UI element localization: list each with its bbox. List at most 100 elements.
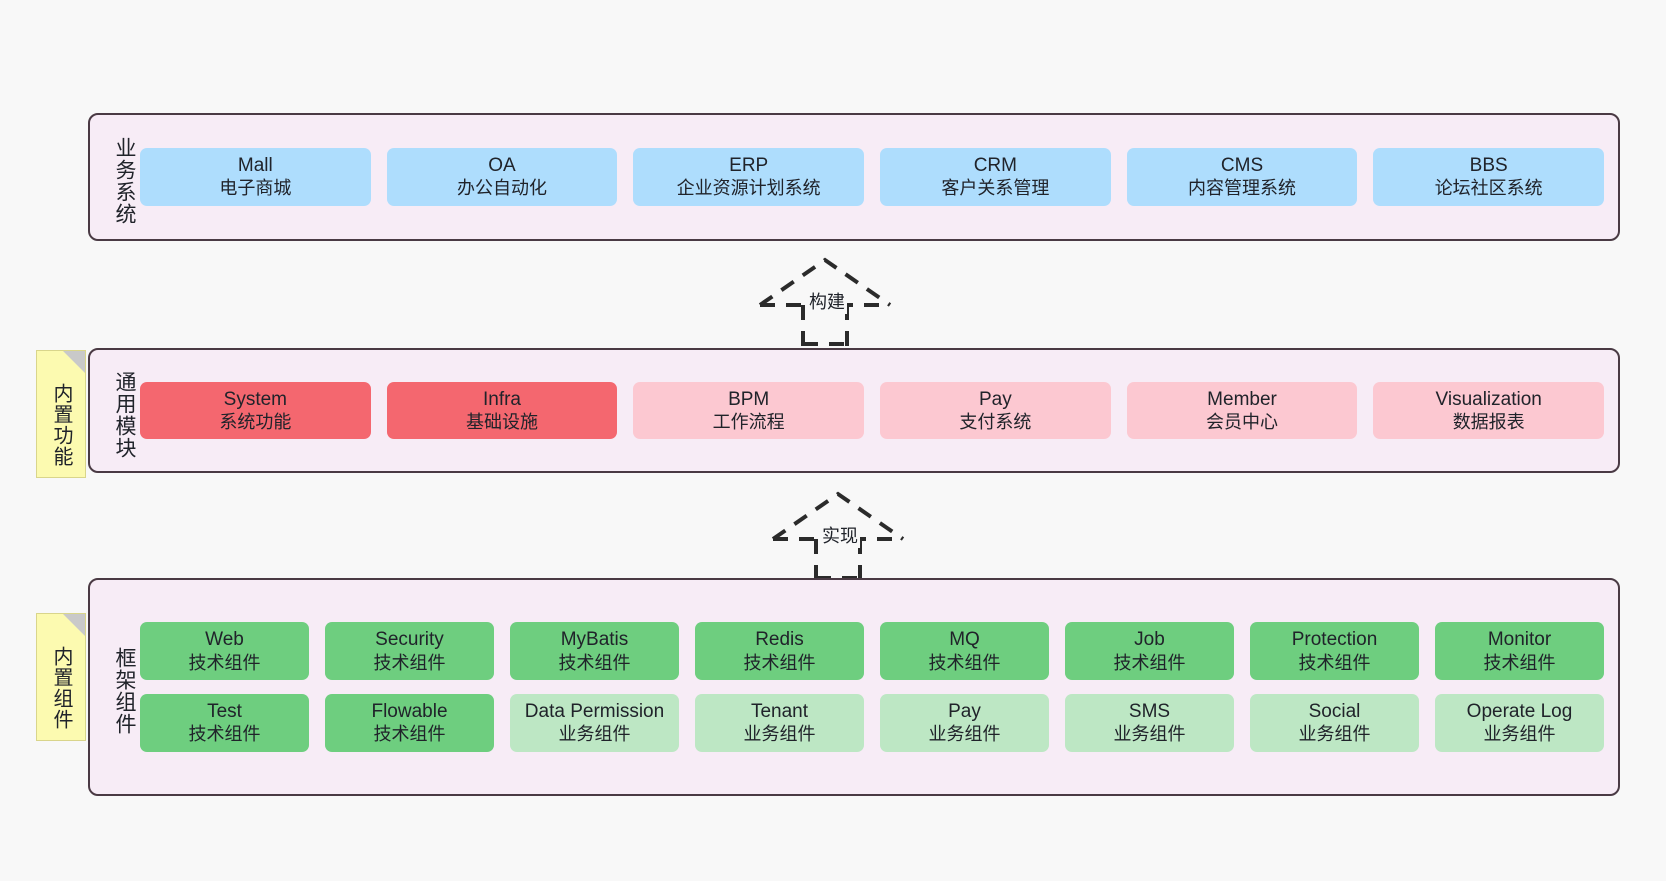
node-title: System — [223, 388, 288, 410]
node-subtitle: 技术组件 — [1113, 652, 1186, 673]
node-title: Member — [1207, 388, 1277, 410]
layer-title-framework-component: 框架组件 — [113, 647, 136, 735]
node-title: Test — [207, 701, 242, 722]
node-title: Operate Log — [1466, 701, 1573, 722]
node-title: Security — [375, 629, 444, 651]
node-job[interactable]: Job 技术组件 — [1065, 622, 1234, 680]
node-tenant[interactable]: Tenant 业务组件 — [695, 694, 864, 752]
node-title: Protection — [1291, 629, 1378, 651]
node-sms[interactable]: SMS 业务组件 — [1065, 694, 1234, 752]
node-subtitle: 支付系统 — [959, 411, 1032, 432]
node-mybatis[interactable]: MyBatis 技术组件 — [510, 622, 679, 680]
node-title: MQ — [949, 629, 980, 651]
node-subtitle: 业务组件 — [928, 724, 1001, 745]
node-security[interactable]: Security 技术组件 — [325, 622, 494, 680]
node-subtitle: 技术组件 — [1298, 652, 1371, 673]
layer-framework-component: 框架组件 Web 技术组件 Security 技术组件 MyBatis 技术组件… — [88, 578, 1620, 796]
node-subtitle: 技术组件 — [1483, 652, 1556, 673]
sticky-note-builtin-function: 内置功能 — [36, 350, 86, 478]
node-subtitle: 论坛社区系统 — [1434, 178, 1543, 199]
node-title: Social — [1308, 701, 1361, 722]
layer-business-system: 业务系统 Mall 电子商城 OA 办公自动化 ERP 企业资源计划系统 CRM… — [88, 113, 1620, 241]
node-subtitle: 工作流程 — [712, 411, 785, 432]
node-bbs[interactable]: BBS 论坛社区系统 — [1373, 148, 1605, 206]
node-subtitle: 业务组件 — [1483, 724, 1556, 745]
node-monitor[interactable]: Monitor 技术组件 — [1435, 622, 1604, 680]
node-mall[interactable]: Mall 电子商城 — [140, 148, 371, 206]
node-subtitle: 企业资源计划系统 — [676, 178, 821, 199]
node-bpm[interactable]: BPM 工作流程 — [633, 381, 865, 440]
node-erp[interactable]: ERP 企业资源计划系统 — [633, 148, 865, 206]
node-crm[interactable]: CRM 客户关系管理 — [880, 148, 1111, 206]
node-subtitle: 业务组件 — [558, 724, 631, 745]
node-title: Data Permission — [524, 701, 665, 722]
node-pay-component[interactable]: Pay 业务组件 — [880, 694, 1049, 752]
node-title: Web — [205, 629, 244, 651]
node-infra[interactable]: Infra 基础设施 — [386, 381, 618, 440]
node-title: Monitor — [1487, 629, 1552, 651]
node-visualization[interactable]: Visualization 数据报表 — [1373, 381, 1605, 440]
node-subtitle: 会员中心 — [1206, 411, 1279, 432]
node-subtitle: 基础设施 — [466, 411, 538, 432]
connector-label-build: 构建 — [807, 288, 847, 314]
node-subtitle: 业务组件 — [1113, 724, 1186, 745]
node-operate-log[interactable]: Operate Log 业务组件 — [1435, 694, 1604, 752]
node-subtitle: 技术组件 — [188, 724, 261, 745]
node-title: CRM — [973, 155, 1017, 177]
node-protection[interactable]: Protection 技术组件 — [1250, 622, 1419, 680]
node-title: BPM — [728, 388, 770, 410]
node-title: Mall — [237, 155, 273, 177]
node-test[interactable]: Test 技术组件 — [140, 694, 309, 752]
node-title: Job — [1134, 629, 1165, 651]
node-redis[interactable]: Redis 技术组件 — [695, 622, 864, 680]
node-title: Tenant — [750, 701, 809, 722]
node-pay-module[interactable]: Pay 支付系统 — [880, 381, 1111, 440]
node-subtitle: 业务组件 — [1298, 724, 1371, 745]
framework-row-tech: Web 技术组件 Security 技术组件 MyBatis 技术组件 Redi… — [140, 622, 1604, 680]
layer-title-common-module: 通用模块 — [113, 370, 136, 459]
node-subtitle: 业务组件 — [743, 724, 816, 745]
node-title: ERP — [729, 155, 769, 177]
node-oa[interactable]: OA 办公自动化 — [386, 148, 618, 206]
sticky-note-builtin-component: 内置组件 — [36, 613, 86, 741]
node-subtitle: 客户关系管理 — [941, 178, 1050, 199]
connector-label-implement: 实现 — [820, 522, 860, 548]
node-flowable[interactable]: Flowable 技术组件 — [325, 694, 494, 752]
node-title: Infra — [482, 388, 522, 410]
layer-body-framework-component: Web 技术组件 Security 技术组件 MyBatis 技术组件 Redi… — [136, 580, 1618, 794]
node-title: Visualization — [1435, 388, 1542, 410]
connector-implement: 实现 — [768, 486, 918, 581]
node-title: CMS — [1220, 155, 1264, 177]
node-social[interactable]: Social 业务组件 — [1250, 694, 1419, 752]
node-subtitle: 技术组件 — [928, 652, 1001, 673]
node-cms[interactable]: CMS 内容管理系统 — [1126, 148, 1358, 206]
node-subtitle: 数据报表 — [1452, 411, 1525, 432]
node-mq[interactable]: MQ 技术组件 — [880, 622, 1049, 680]
layer-body-common-module: System 系统功能 Infra 基础设施 BPM 工作流程 Pay 支付系统… — [136, 350, 1618, 471]
node-title: Pay — [948, 701, 981, 722]
node-title: MyBatis — [560, 629, 629, 651]
node-data-permission[interactable]: Data Permission 业务组件 — [510, 694, 679, 752]
layer-common-module: 通用模块 System 系统功能 Infra 基础设施 BPM 工作流程 Pay… — [88, 348, 1620, 473]
node-subtitle: 电子商城 — [219, 178, 292, 199]
node-subtitle: 系统功能 — [219, 411, 292, 432]
node-subtitle: 技术组件 — [373, 724, 446, 745]
connector-build: 构建 — [755, 252, 905, 347]
node-title: BBS — [1469, 155, 1508, 177]
framework-row-business: Test 技术组件 Flowable 技术组件 Data Permission … — [140, 694, 1604, 752]
node-title: Redis — [755, 629, 804, 651]
node-web[interactable]: Web 技术组件 — [140, 622, 309, 680]
node-member[interactable]: Member 会员中心 — [1126, 381, 1358, 440]
node-subtitle: 技术组件 — [558, 652, 631, 673]
node-subtitle: 内容管理系统 — [1188, 178, 1297, 199]
dashed-generalization-arrow-icon — [771, 491, 905, 581]
layer-title-business-system: 业务系统 — [113, 137, 136, 225]
node-title: SMS — [1128, 701, 1171, 722]
node-system[interactable]: System 系统功能 — [140, 381, 371, 440]
node-title: OA — [488, 155, 516, 177]
node-subtitle: 办公自动化 — [457, 178, 547, 199]
dashed-generalization-arrow-icon — [758, 257, 892, 347]
node-title: Pay — [978, 388, 1012, 410]
layer-body-business-system: Mall 电子商城 OA 办公自动化 ERP 企业资源计划系统 CRM 客户关系… — [136, 115, 1618, 239]
node-subtitle: 技术组件 — [743, 652, 816, 673]
